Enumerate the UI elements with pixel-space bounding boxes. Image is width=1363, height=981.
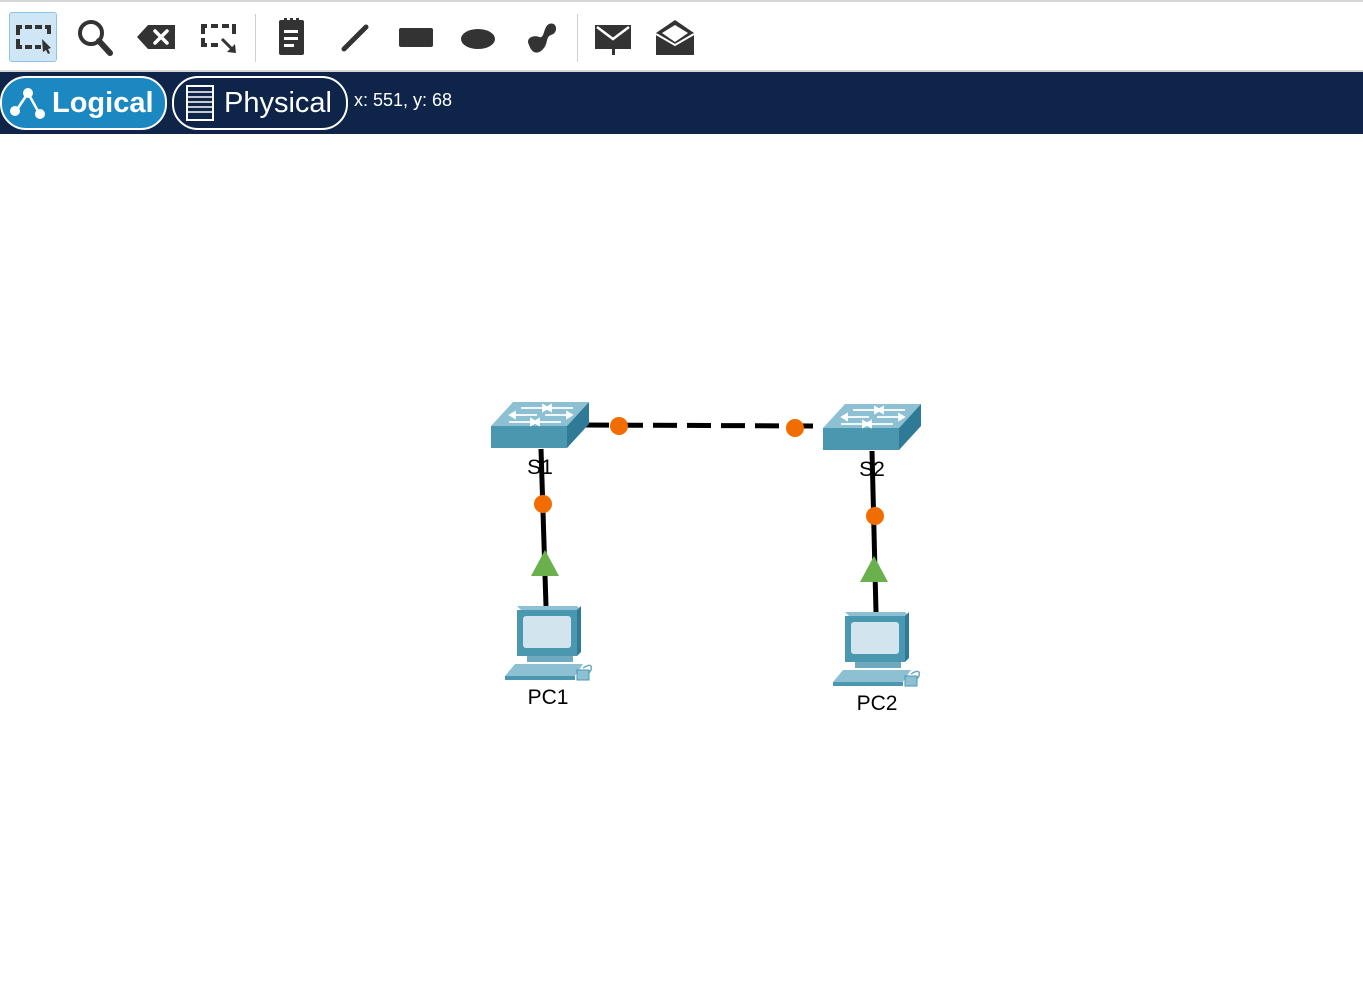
port-status-pc1-up xyxy=(531,550,559,576)
port-status-pc2-up xyxy=(860,556,888,582)
select-tool[interactable] xyxy=(9,12,57,62)
select-icon xyxy=(16,25,51,54)
inspect-tool[interactable] xyxy=(70,12,118,62)
cursor-coordinates: x: 551, y: 68 xyxy=(354,90,453,110)
physical-mode-button[interactable]: Physical xyxy=(172,76,348,130)
draw-ellipse-tool[interactable] xyxy=(454,12,502,62)
line-icon xyxy=(341,24,369,52)
pc-pc2[interactable] xyxy=(832,611,921,687)
pc-pc2-label: PC2 xyxy=(856,692,898,715)
add-complex-pdu-tool[interactable] xyxy=(651,12,699,62)
port-status-s1-pc1 xyxy=(534,495,552,513)
rectangle-icon xyxy=(399,28,433,47)
switch-s1-label: S1 xyxy=(527,456,553,479)
delete-icon xyxy=(137,25,175,49)
logical-workspace-canvas[interactable]: S1 S2 PC1 PC2 xyxy=(0,134,1363,981)
open-envelope-icon xyxy=(655,20,695,55)
resize-tool[interactable] xyxy=(194,12,242,62)
switch-s2-label: S2 xyxy=(859,458,885,481)
main-toolbar xyxy=(0,0,1363,72)
resize-icon xyxy=(201,24,236,53)
draw-line-tool[interactable] xyxy=(330,12,378,62)
topology-diagram xyxy=(490,401,922,687)
workspace-mode-bar: Logical Physical x: 551, y: 68 xyxy=(0,72,1363,134)
add-simple-pdu-tool[interactable] xyxy=(589,12,637,62)
physical-rack-icon xyxy=(186,85,214,121)
link-s2-pc2[interactable] xyxy=(869,450,879,613)
delete-tool[interactable] xyxy=(132,12,180,62)
ellipse-icon xyxy=(461,29,495,49)
port-status-s1-s2-near xyxy=(610,417,628,435)
magnify-icon xyxy=(78,20,113,56)
pc-pc1-label: PC1 xyxy=(527,686,569,709)
logical-topology-icon xyxy=(10,88,45,119)
draw-freeform-tool[interactable] xyxy=(515,12,563,62)
closed-envelope-icon xyxy=(595,25,631,55)
note-icon xyxy=(279,18,304,55)
freeform-icon xyxy=(528,23,557,53)
port-status-s1-s2-far xyxy=(786,419,804,437)
physical-mode-label: Physical xyxy=(224,86,332,119)
switch-s2[interactable] xyxy=(822,403,922,451)
pc-pc1[interactable] xyxy=(504,605,593,681)
switch-s1[interactable] xyxy=(490,401,590,449)
link-s1-pc1[interactable] xyxy=(538,448,549,607)
draw-rectangle-tool[interactable] xyxy=(392,12,440,62)
logical-mode-button[interactable]: Logical xyxy=(0,76,167,130)
logical-mode-label: Logical xyxy=(52,86,154,119)
port-status-s2-pc2 xyxy=(866,507,884,525)
note-tool[interactable] xyxy=(267,12,315,62)
